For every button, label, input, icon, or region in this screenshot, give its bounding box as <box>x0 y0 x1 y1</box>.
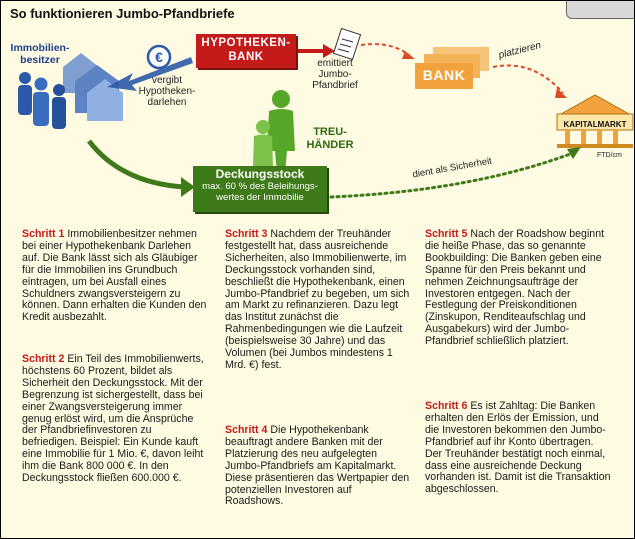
collateral-title: Deckungsstock <box>215 167 305 181</box>
euro-coin-icon: € <box>146 44 172 70</box>
step-3-text: Nachdem der Treuhänder festgestellt hat,… <box>225 228 410 371</box>
capital-market-label: KAPITALMARKT <box>563 120 627 129</box>
owners-label: Immobilien-besitzer <box>10 42 70 66</box>
collateral-stock-box: Deckungsstock max. 60 % des Beleihungs-w… <box>193 166 327 212</box>
collateral-sub: max. 60 % des Beleihungs-wertes der Immo… <box>202 181 318 203</box>
trustee-line-2: HÄNDER <box>306 139 354 151</box>
trustee-person-icon <box>253 90 295 173</box>
arrow-to-banks <box>360 43 410 56</box>
corner-tab <box>566 1 634 19</box>
arrow-loan <box>107 57 193 91</box>
hypo-bank-line-2: BANK <box>228 51 264 63</box>
step-5-heading: Schritt 5 <box>425 228 468 240</box>
step-6-text: Es ist Zahltag: Die Banken erhalten den … <box>425 400 611 496</box>
issues-label: emittiert Jumbo-Pfandbrief <box>312 58 358 91</box>
flow-diagram: € <box>18 27 634 199</box>
pfandbrief-document-icon <box>332 27 362 61</box>
step-2-heading: Schritt 2 <box>22 353 65 365</box>
step-5: Schritt 5 Nach der Roadshow beginnt die … <box>425 228 611 348</box>
step-1-heading: Schritt 1 <box>22 228 65 240</box>
step-6: Schritt 6 Es ist Zahltag: Die Banken erh… <box>425 400 611 496</box>
arrow-place <box>492 64 564 94</box>
trustee-line-1: TREU- <box>313 126 347 138</box>
step-1: Schritt 1 Immobilienbesitzer nehmen bei … <box>22 228 207 324</box>
step-2: Schritt 2 Ein Teil des Immobilienwerts, … <box>22 353 207 485</box>
hypo-bank-box: HYPOTHEKEN- BANK <box>196 34 296 68</box>
step-3-heading: Schritt 3 <box>225 228 268 240</box>
trustee-label: TREU- HÄNDER <box>295 126 365 152</box>
euro-symbol: € <box>155 49 163 65</box>
grants-label: vergibt Hypotheken-darlehen <box>138 75 196 108</box>
arrow-issue <box>297 44 335 58</box>
banks-stack-icon <box>415 47 489 89</box>
step-6-heading: Schritt 6 <box>425 400 468 412</box>
capital-market-temple-icon <box>556 94 634 148</box>
owners-people-icon <box>18 72 66 129</box>
bank-label: BANK <box>422 67 466 83</box>
step-3: Schritt 3 Nachdem der Treuhänder festges… <box>225 228 411 372</box>
hypo-bank-line-1: HYPOTHEKEN- <box>201 37 291 49</box>
source-label: FTD/cm <box>597 152 622 159</box>
arrow-collateral <box>87 139 186 190</box>
step-4: Schritt 4 Die Hypothekenbank beauftragt … <box>225 424 411 508</box>
arrow-security <box>329 151 575 199</box>
step-1-text: Immobilienbesitzer nehmen bei einer Hypo… <box>22 228 207 324</box>
step-2-text: Ein Teil des Immobilienwerts, höchstens … <box>22 353 204 485</box>
step-5-text: Nach der Roadshow beginnt die heiße Phas… <box>425 228 605 348</box>
step-4-heading: Schritt 4 <box>225 424 268 436</box>
page-title: So funktionieren Jumbo-Pfandbriefe <box>10 6 235 21</box>
owners-houses-icon <box>63 53 123 121</box>
step-4-text: Die Hypothekenbank beauftragt andere Ban… <box>225 424 410 508</box>
